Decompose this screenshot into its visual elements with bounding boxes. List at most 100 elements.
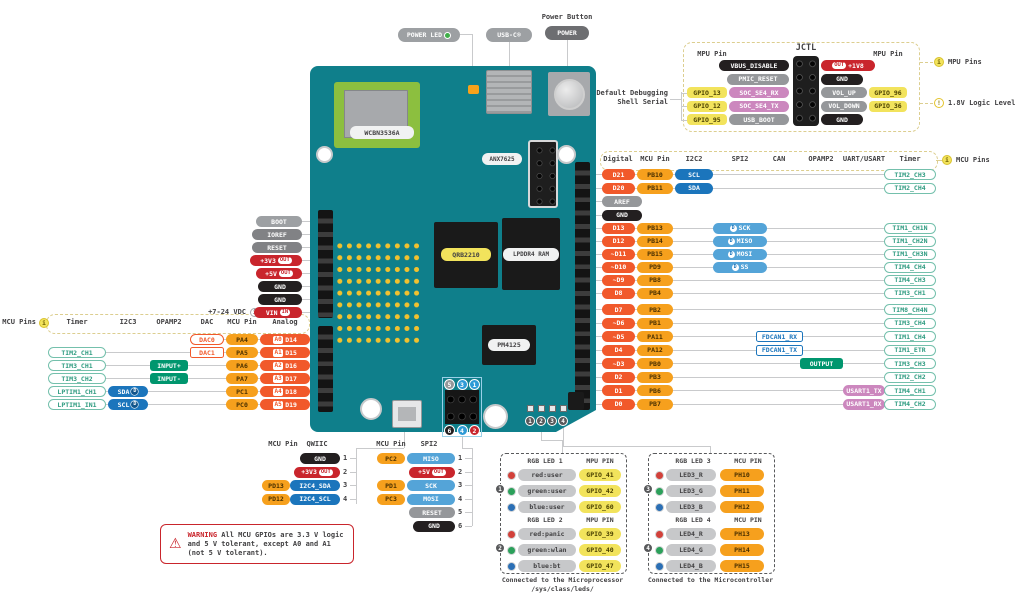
mcu-pb1: PB1 xyxy=(637,317,673,329)
timer-tim2-ch1: TIM2_CH1 xyxy=(48,347,106,358)
power-led-label: POWER LED xyxy=(398,28,460,42)
mcu-pd9: PD9 xyxy=(637,261,673,273)
leader-line xyxy=(567,40,568,77)
mcu-pb4: PB4 xyxy=(637,287,673,299)
leader-line xyxy=(465,512,472,513)
mpu-pins-legend: MPU Pins xyxy=(948,58,982,66)
power-boot: BOOT xyxy=(256,216,302,227)
leader-line xyxy=(541,440,562,441)
mounting-hole xyxy=(316,146,333,163)
rgb-led-pin-ph11: PH11 xyxy=(720,485,764,497)
rgb-led-pin-gpio-60: GPIO_60 xyxy=(579,501,621,513)
jctl-right-header: MPU Pin xyxy=(873,50,903,58)
leader-line xyxy=(462,436,463,448)
rgb-led-label-green-user: green:user xyxy=(518,485,576,497)
green-led-dot xyxy=(507,545,516,555)
left-table-header-i2c3: I2C3 xyxy=(119,318,137,326)
leader-line xyxy=(350,498,356,500)
pin-d12: D12 xyxy=(602,235,635,247)
leader-line xyxy=(300,260,318,261)
leader-line xyxy=(670,99,681,100)
pin-number-4: 4 xyxy=(456,425,468,436)
leader-line xyxy=(300,273,318,274)
mcu-pa4: PA4 xyxy=(226,334,258,345)
timer-tim2-ch4: TIM2_CH4 xyxy=(884,182,936,194)
rgb-led-pin-ph12: PH12 xyxy=(720,501,764,513)
rgb-led-label-led3-g: LED3_G xyxy=(666,485,716,497)
rgb-led-label-led3-r: LED3_R xyxy=(666,469,716,481)
leader-line xyxy=(588,309,910,310)
mcu-pd12: PD12 xyxy=(262,493,290,505)
right-table-header-mcu-pin: MCU Pin xyxy=(640,155,670,163)
leader-line xyxy=(588,363,910,364)
i2c2-sda: SDA xyxy=(675,182,713,194)
analog-label: A2 xyxy=(273,361,284,370)
leader-line xyxy=(465,525,472,527)
rgb-led-pin-ph15: PH15 xyxy=(720,560,764,572)
opamp2-input+: INPUT+ xyxy=(150,360,188,371)
leader-line xyxy=(52,391,318,392)
pin-number-2: 2 xyxy=(469,425,480,436)
blue-led-dot xyxy=(507,502,516,512)
opamp2-input-: INPUT- xyxy=(150,373,188,384)
mcu-pb10: PB10 xyxy=(637,169,673,180)
right-table-header-timer: Timer xyxy=(899,155,921,163)
led-connector-number-4: 4 xyxy=(558,416,568,426)
right-table-header-i2c2: I2C2 xyxy=(685,155,703,163)
rgb-section-pinheader: MPU PIN xyxy=(586,457,614,465)
qwiic-pin-number-2: 2 xyxy=(343,467,348,476)
blue-led-dot xyxy=(655,502,664,512)
analog-label: A0 xyxy=(273,335,284,344)
power-gnd: GND xyxy=(258,294,302,305)
pin-~d10: ~D10 xyxy=(602,261,635,273)
warning-text: WARNING All MCU GPIOs are 3.3 V logic an… xyxy=(188,531,345,558)
spi-header-connector xyxy=(445,390,479,424)
pin-~d11: ~D11 xyxy=(602,248,635,260)
mcu-pa7: PA7 xyxy=(226,373,258,384)
spi2-gnd: GND xyxy=(413,520,455,532)
timer-tim3-ch1: TIM3_CH1 xyxy=(884,287,936,299)
dotted-leader xyxy=(936,160,942,161)
timer-lptim1-in1: LPTIM1_IN1 xyxy=(48,399,106,410)
pmic-label: PM4125 xyxy=(488,339,530,351)
rgb-led-label-led4-b: LED4_B xyxy=(666,560,716,572)
warning-title: WARNING xyxy=(187,530,218,539)
rgb-section-title-rgb-led-3: RGB LED 3 xyxy=(675,457,711,465)
jctl-gpio-36: GPIO_36 xyxy=(869,100,907,112)
qwiic-i2c4-sda: I2C4_SDA xyxy=(290,480,340,491)
mcu-pb3: PB3 xyxy=(637,371,673,383)
badge-out: OUT xyxy=(431,468,446,476)
pin-d13: D13 xyxy=(602,222,635,234)
mounting-hole xyxy=(483,404,508,429)
left-table-header-timer: Timer xyxy=(66,318,88,326)
leader-line xyxy=(350,458,356,459)
timer-tim1-ch2n: TIM1_CH2N xyxy=(884,235,936,247)
spi2-pin-number-3: 3 xyxy=(458,481,463,489)
rgb-box-caption: Connected to the Microcontroller xyxy=(647,576,774,584)
jctl-left-header: MPU Pin xyxy=(697,50,727,58)
leader-line xyxy=(588,390,910,391)
jctl-gnd: GND xyxy=(821,114,863,125)
led-connector-number-3: 3 xyxy=(547,416,557,426)
jctl-+1v8: OUT+1V8 xyxy=(821,60,875,71)
leader-line xyxy=(52,352,318,353)
rgb-led-pin-gpio-42: GPIO_42 xyxy=(579,485,621,497)
left-table-header-dac: DAC xyxy=(200,318,214,326)
leader-line xyxy=(588,187,910,189)
jctl-gnd: GND xyxy=(821,73,863,85)
leader-line xyxy=(300,247,318,248)
mcu-pb13: PB13 xyxy=(637,222,673,234)
jctl-vol-up: VOL_UP xyxy=(821,87,867,98)
rgb-led-label-blue-bt: blue:bt xyxy=(518,560,576,572)
left-table-header-analog: Analog xyxy=(272,318,298,326)
right-table-header-uart-usart: UART/USART xyxy=(842,155,886,163)
spi2-miso: MISO xyxy=(407,453,455,464)
bottom-component xyxy=(568,392,584,410)
mcu-pb8: PB8 xyxy=(637,274,673,286)
leader-line xyxy=(52,404,318,405)
power-button[interactable] xyxy=(554,79,585,110)
